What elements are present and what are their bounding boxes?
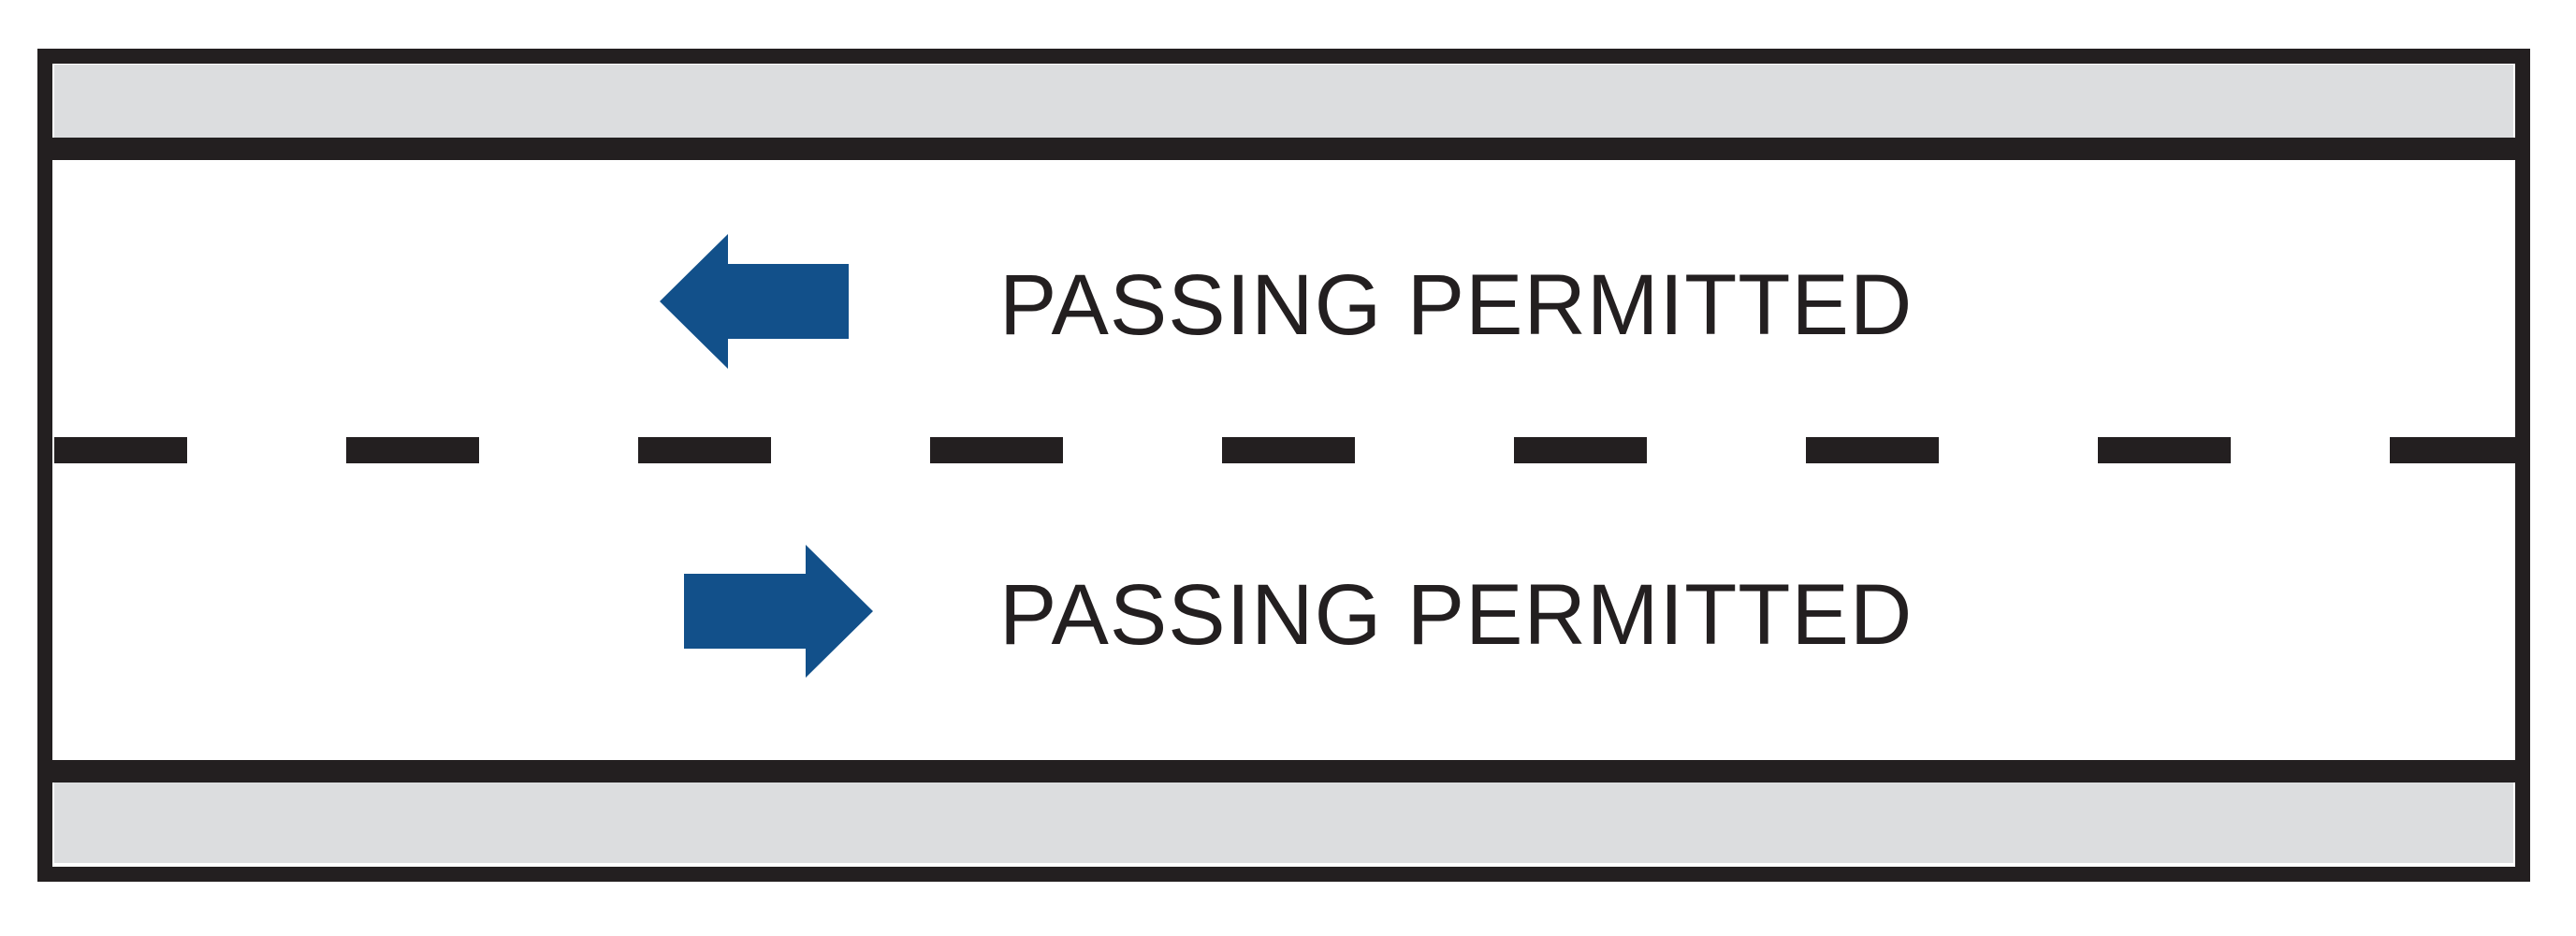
left-arrow-icon [660, 234, 849, 369]
top-edge-line [45, 138, 2523, 160]
upper-lane-label: PASSING PERMITTED [999, 257, 1913, 353]
right-arrow-icon [684, 545, 873, 678]
bottom-edge-line [45, 760, 2523, 782]
top-shoulder [54, 65, 2513, 139]
lower-lane-label: PASSING PERMITTED [999, 567, 1913, 663]
bottom-shoulder [54, 782, 2513, 863]
road-outline [37, 49, 2530, 882]
